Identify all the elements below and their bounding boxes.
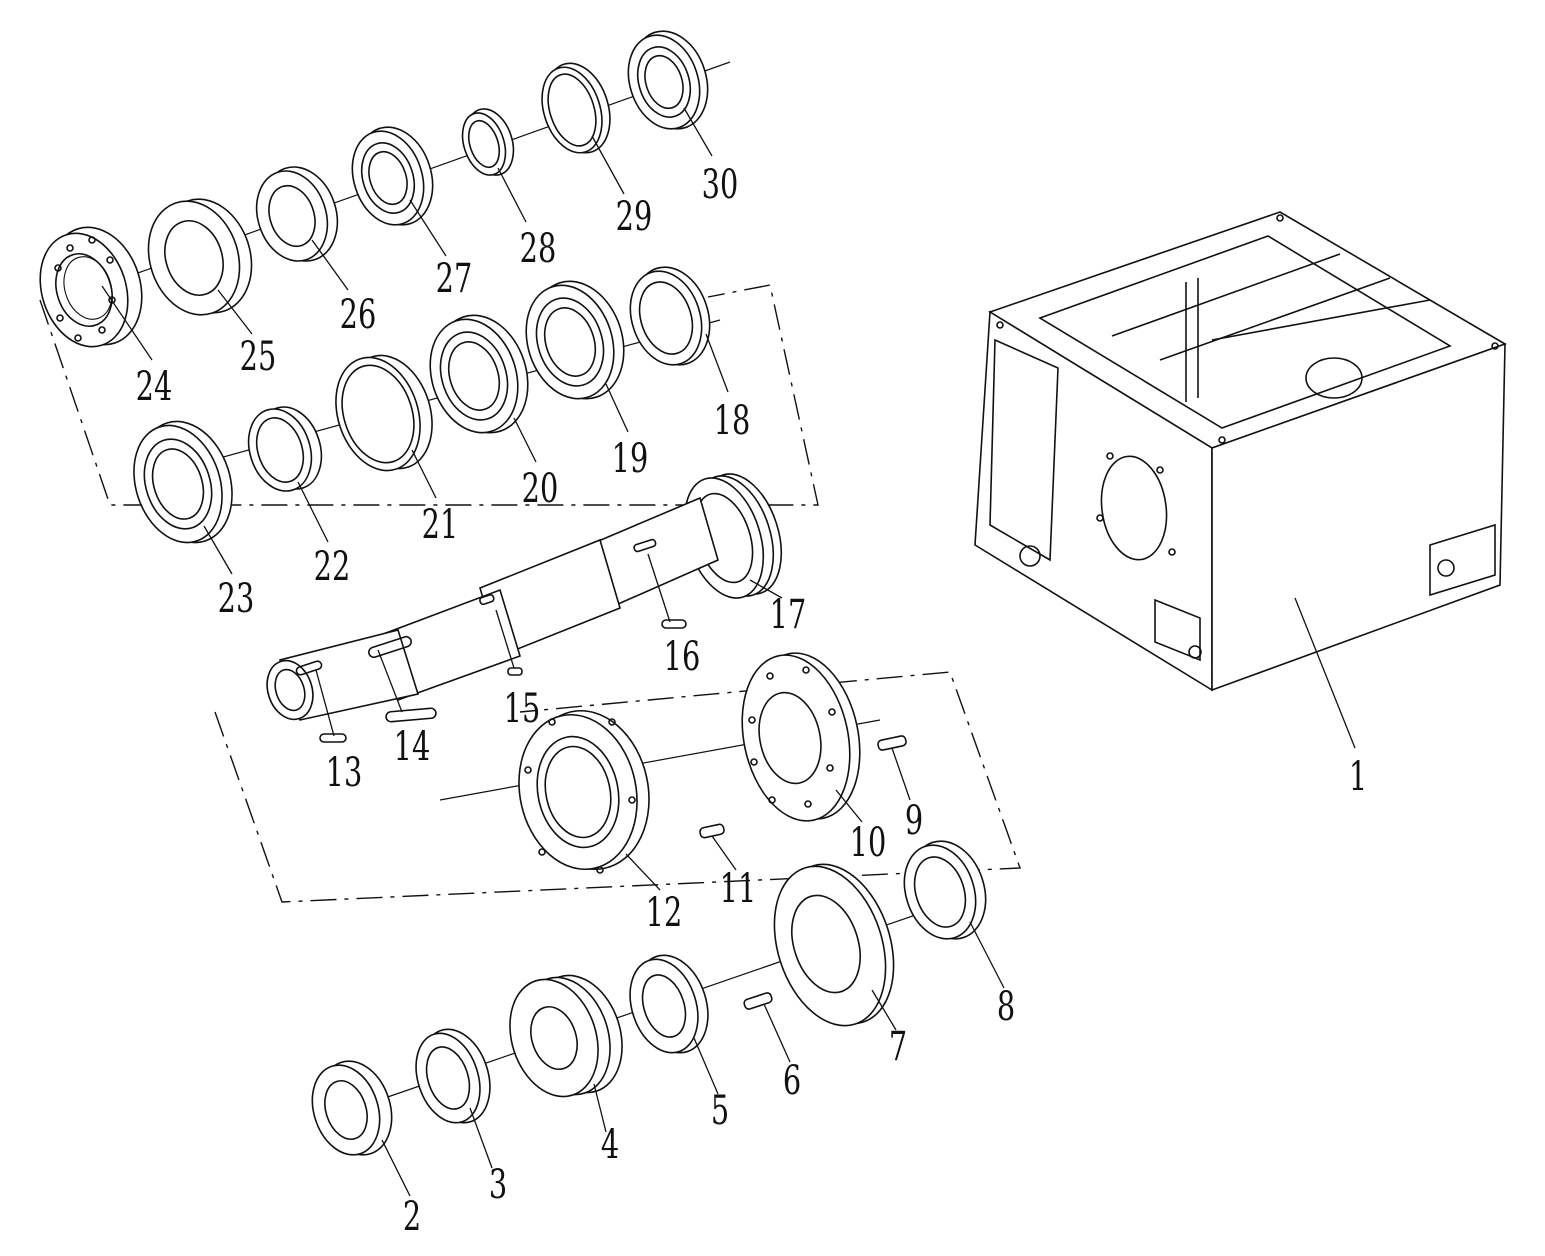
part-12-bearing-cover: [518, 709, 650, 874]
label-part-15: 15: [504, 686, 541, 732]
label-part-1: 1: [1349, 754, 1367, 800]
part-25-spacer-sleeve: [147, 198, 253, 316]
label-part-18: 18: [714, 398, 751, 444]
label-part-22: 22: [314, 544, 351, 590]
label-part-28: 28: [520, 226, 557, 272]
label-part-13: 13: [326, 750, 363, 796]
label-part-8: 8: [997, 984, 1015, 1030]
label-part-10: 10: [850, 820, 887, 866]
part-8-seal: [903, 840, 987, 940]
label-part-9: 9: [905, 798, 923, 844]
part-27-bearing: [351, 126, 434, 226]
part-23-bearing: [133, 420, 233, 544]
part-4-pulley: [509, 974, 623, 1098]
part-1-housing: [974, 211, 1507, 692]
part-21-sleeve: [335, 354, 433, 472]
part-16-key: [661, 619, 687, 629]
part-24-flange-nut: [39, 226, 143, 348]
leader-lines: [101, 107, 1356, 1197]
part-19-bearing: [525, 280, 625, 400]
label-part-3: 3: [489, 1162, 507, 1208]
label-part-7: 7: [889, 1024, 907, 1070]
label-part-19: 19: [612, 436, 649, 482]
part-13-key: [319, 733, 347, 743]
part-11-screw: [699, 823, 725, 839]
part-5-lock-nut: [629, 954, 709, 1054]
part-15-key: [507, 667, 523, 676]
label-part-29: 29: [616, 194, 653, 240]
part-28-ring: [461, 108, 515, 176]
label-part-6: 6: [783, 1058, 801, 1104]
part-10-flange: [741, 652, 861, 822]
label-part-12: 12: [646, 890, 683, 936]
part-number-labels: 1 2 3 4 5 6 7 8 9 10 11 12 13 14 15 16 1…: [136, 162, 1367, 1240]
label-part-23: 23: [218, 576, 255, 622]
part-6-screw: [743, 992, 773, 1010]
label-part-30: 30: [702, 162, 739, 208]
part-17-spindle-shaft: [266, 473, 783, 721]
label-part-11: 11: [720, 866, 757, 912]
label-part-25: 25: [240, 334, 277, 380]
part-18-seal-ring: [629, 266, 711, 366]
part-26-bearing-ring: [255, 166, 339, 262]
part-29-ring: [541, 62, 611, 154]
label-part-16: 16: [664, 634, 701, 680]
label-part-4: 4: [601, 1122, 619, 1168]
label-part-17: 17: [770, 592, 807, 638]
assembly-boundary-upper: [39, 284, 819, 506]
label-part-20: 20: [522, 466, 559, 512]
part-14-key: [385, 707, 437, 723]
label-part-14: 14: [394, 724, 431, 770]
part-3-washer: [415, 1028, 491, 1124]
label-part-26: 26: [340, 292, 377, 338]
part-22-sleeve: [247, 406, 323, 492]
part-2-lock-nut: [311, 1060, 393, 1156]
part-20-bearing: [429, 314, 529, 434]
part-9-screw: [877, 735, 907, 751]
label-part-5: 5: [711, 1088, 729, 1134]
part-30-bearing: [627, 30, 709, 130]
label-part-2: 2: [403, 1194, 421, 1240]
label-part-21: 21: [422, 502, 459, 548]
label-part-27: 27: [436, 256, 473, 302]
label-part-24: 24: [136, 364, 173, 410]
part-7-flange: [773, 863, 895, 1027]
